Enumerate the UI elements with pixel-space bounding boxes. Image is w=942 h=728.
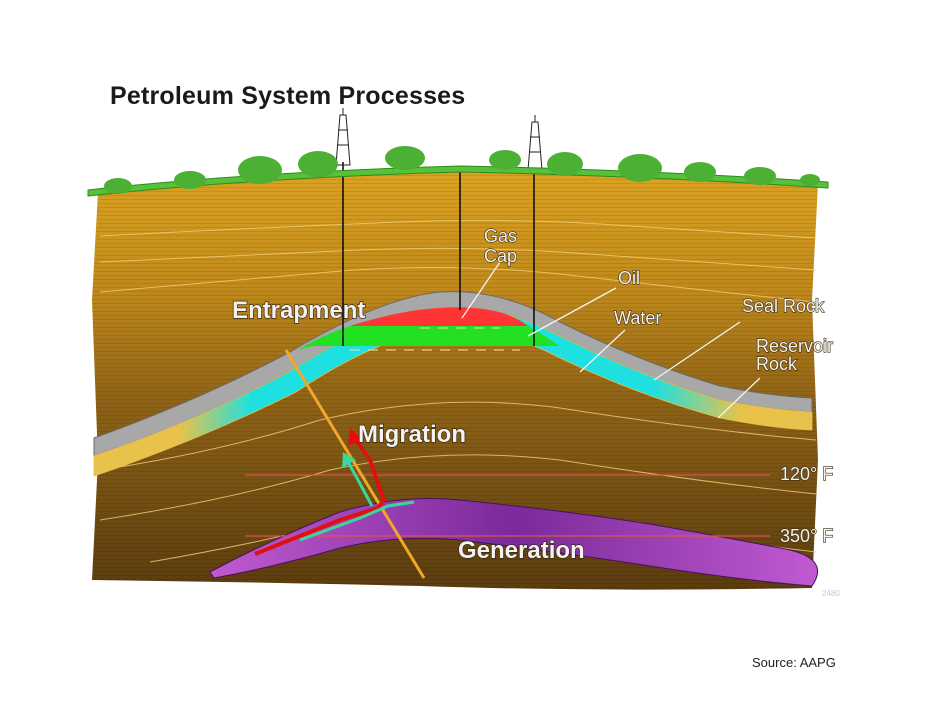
seal-rock-label: Seal Rock xyxy=(742,296,825,316)
source-credit: Source: AAPG xyxy=(752,655,836,670)
gas-cap-label-2: Cap xyxy=(484,246,517,266)
page-title: Petroleum System Processes xyxy=(110,82,466,110)
migration-label: Migration xyxy=(358,421,466,448)
water-label: Water xyxy=(614,308,661,328)
source-rock-layer xyxy=(209,498,818,587)
trees xyxy=(104,146,820,194)
well-bores xyxy=(342,162,535,346)
reservoir-rock-label-1: Reservoir xyxy=(756,336,833,356)
gas-cap-label-1: Gas xyxy=(484,226,517,246)
label-pointer-lines xyxy=(461,261,761,419)
generation-label: Generation xyxy=(458,537,585,564)
entrapment-label: Entrapment xyxy=(232,297,365,324)
migration-arrows xyxy=(254,428,415,556)
reservoir-rock-label-2: Rock xyxy=(756,354,798,374)
drilling-rig-icon-2 xyxy=(527,115,543,171)
fault-line xyxy=(284,349,426,579)
gas-cap xyxy=(350,307,528,326)
temp-350-label: 350° F xyxy=(780,526,833,546)
fluid-contact-lines xyxy=(350,327,520,351)
drilling-rig-icon xyxy=(335,108,351,166)
oil-label: Oil xyxy=(618,268,640,288)
figure-number: 2480 xyxy=(822,589,840,598)
temp-120-label: 120° F xyxy=(780,464,833,484)
rock-block xyxy=(92,168,818,590)
oil-zone xyxy=(298,326,560,350)
